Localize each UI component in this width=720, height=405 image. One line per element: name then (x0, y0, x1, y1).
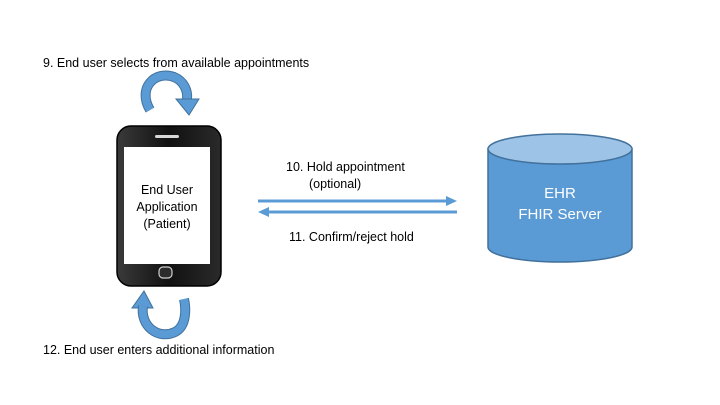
phone-speaker (155, 135, 179, 138)
circular-arrow-top-icon (140, 70, 200, 116)
phone-label-line-1: End User (140, 183, 194, 197)
server-label-line-2: FHIR Server (518, 206, 602, 223)
step-11-label: 11. Confirm/reject hold (289, 230, 414, 244)
phone-label-line-3: (Patient) (143, 217, 191, 231)
step-12-label: 12. End user enters additional informati… (43, 343, 275, 357)
phone-screen-label: End User Application (Patient) (126, 182, 208, 233)
circular-arrow-bottom-icon (131, 290, 191, 340)
arrow-left-icon (258, 207, 457, 217)
phone-device (116, 125, 222, 287)
arrow-right-icon (258, 196, 457, 206)
server-label-line-1: EHR (544, 185, 576, 202)
step-10-sublabel: (optional) (309, 177, 362, 191)
phone-label-line-2: Application (136, 200, 198, 214)
database-cylinder-icon (487, 133, 633, 263)
phone-home-button (158, 266, 173, 279)
server-label: EHR FHIR Server (488, 183, 632, 225)
step-10-label: 10. Hold appointment (286, 160, 405, 174)
step-9-label: 9. End user selects from available appoi… (43, 56, 310, 70)
